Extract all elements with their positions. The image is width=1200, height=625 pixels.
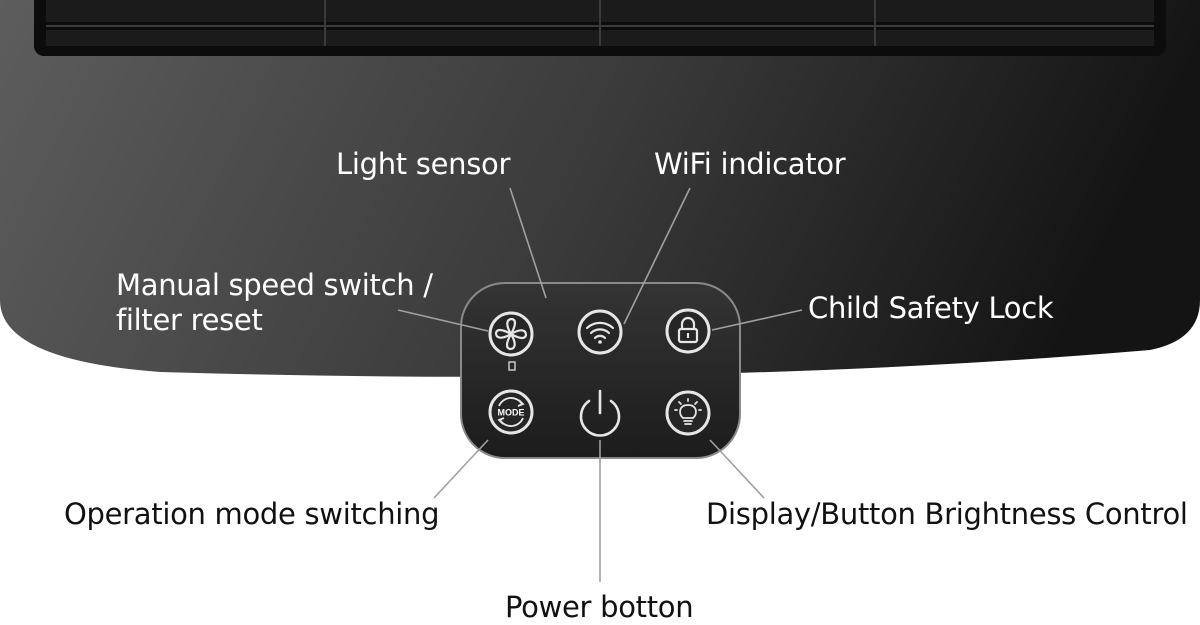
- mode-text: MODE: [498, 408, 525, 418]
- leader-child-lock: [711, 309, 803, 331]
- label-operation-mode: Operation mode switching: [64, 497, 440, 531]
- power-button[interactable]: [579, 389, 621, 437]
- lock-icon: [677, 316, 699, 344]
- lightbulb-icon: [674, 398, 702, 425]
- leader-operation-mode: [433, 439, 489, 499]
- fan-button[interactable]: [488, 311, 534, 371]
- wifi-button[interactable]: [577, 309, 623, 355]
- lock-button[interactable]: [665, 308, 711, 354]
- fan-icon: [494, 317, 528, 351]
- label-light-sensor: Light sensor: [336, 147, 511, 181]
- brightness-button[interactable]: [665, 390, 711, 436]
- label-power: Power botton: [505, 590, 694, 624]
- label-manual-speed-line2: filter reset: [116, 303, 263, 337]
- label-brightness: Display/Button Brightness Control: [706, 497, 1188, 531]
- label-wifi-indicator: WiFi indicator: [654, 147, 846, 181]
- label-manual-speed-line1: Manual speed switch /: [116, 268, 433, 302]
- power-icon: [579, 389, 621, 437]
- wifi-icon: [585, 321, 615, 344]
- mode-icon: [497, 397, 525, 427]
- filter-indicator-icon: [508, 361, 516, 371]
- label-child-lock: Child Safety Lock: [808, 291, 1054, 325]
- leader-light-sensor: [509, 187, 547, 299]
- device-body: [0, 0, 1200, 377]
- leader-brightness: [709, 439, 765, 499]
- leader-manual-speed: [397, 309, 489, 332]
- mode-button[interactable]: MODE: [488, 389, 534, 435]
- air-vent: [34, 0, 1166, 56]
- leader-lines: [397, 187, 803, 582]
- leader-wifi: [623, 187, 691, 325]
